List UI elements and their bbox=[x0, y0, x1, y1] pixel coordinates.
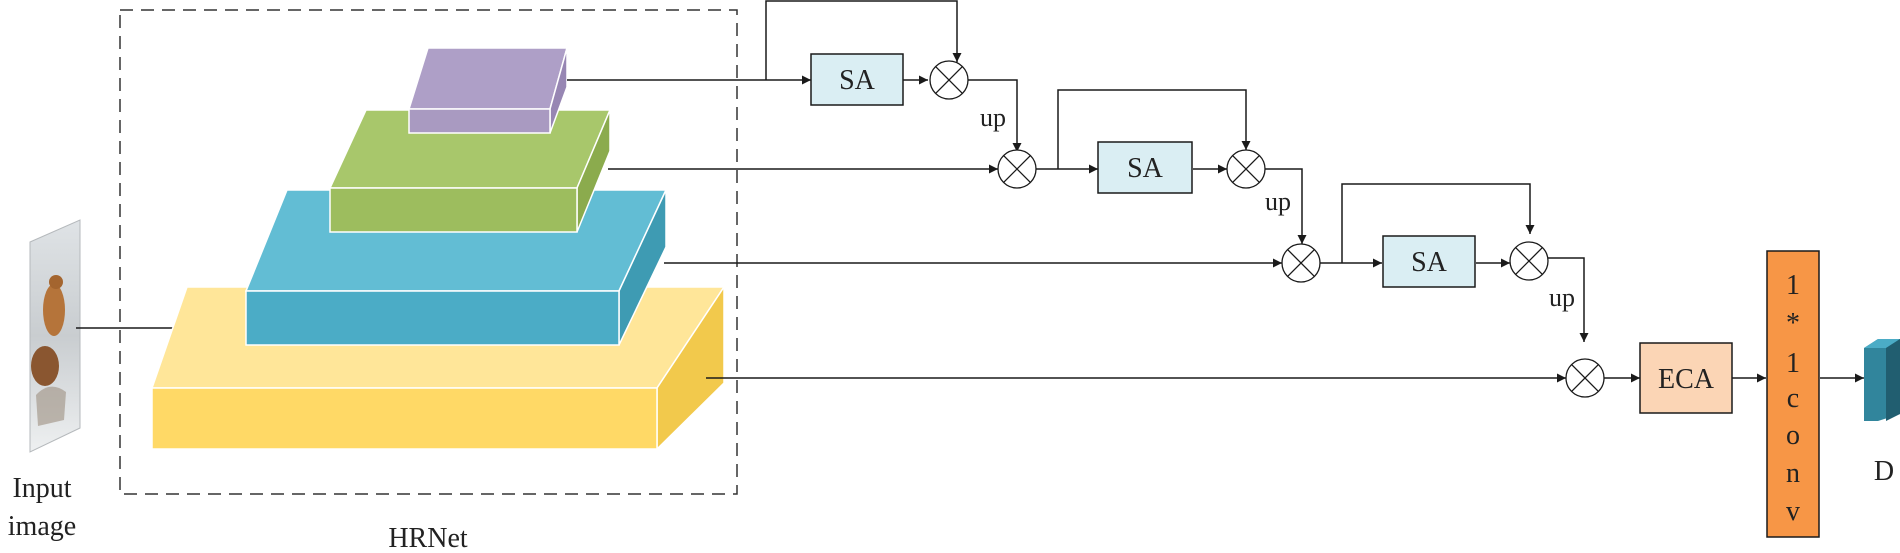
sa-module-2: SA bbox=[1097, 141, 1193, 194]
up-label: up bbox=[1549, 283, 1575, 312]
multiply-node bbox=[1509, 241, 1549, 281]
connections bbox=[567, 0, 1864, 383]
sa-label: SA bbox=[1411, 247, 1448, 278]
eca-module: ECA bbox=[1639, 342, 1733, 414]
input-label-line1: Input bbox=[12, 473, 71, 504]
input-label-line2: image bbox=[8, 511, 76, 542]
multiply-node bbox=[929, 60, 969, 100]
multiply-node bbox=[997, 149, 1037, 189]
conv-char: 1 bbox=[1786, 270, 1800, 301]
sa-module-1: SA bbox=[810, 53, 904, 106]
multiply-node bbox=[1226, 149, 1266, 189]
sa-module-3: SA bbox=[1382, 235, 1476, 288]
conv-char: c bbox=[1787, 383, 1799, 414]
multiply-node bbox=[1281, 243, 1321, 283]
hrnet-label: HRNet bbox=[388, 523, 468, 553]
output-block bbox=[1864, 339, 1900, 421]
multiply-node bbox=[1565, 358, 1605, 398]
purple-feature-block bbox=[407, 47, 568, 134]
conv-char: * bbox=[1786, 308, 1800, 339]
hrnet-boundary bbox=[119, 9, 738, 495]
up-label: up bbox=[1265, 187, 1291, 216]
up-label: up bbox=[980, 103, 1006, 132]
input-image bbox=[29, 219, 81, 453]
sa-label: SA bbox=[839, 65, 876, 96]
conv-char: n bbox=[1786, 458, 1800, 489]
conv-module: 1 * 1 c o n v bbox=[1766, 250, 1820, 538]
eca-label: ECA bbox=[1658, 364, 1715, 395]
output-label: D bbox=[1874, 456, 1894, 487]
conv-char: o bbox=[1786, 420, 1800, 451]
conv-char: v bbox=[1786, 496, 1800, 527]
conv-char: 1 bbox=[1786, 348, 1800, 379]
sa-label: SA bbox=[1127, 153, 1164, 184]
